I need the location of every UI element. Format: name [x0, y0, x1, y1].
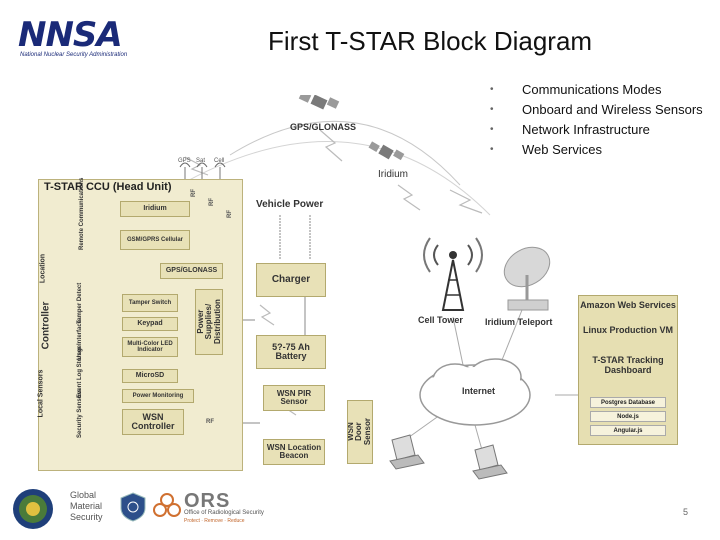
block-diagram: GPS/GLONASS Iridium GPS Sat Cell T-STAR … [30, 95, 690, 480]
iridium-teleport-label: Iridium Teleport [485, 317, 553, 327]
security-sensors-label: Security Sensors [77, 388, 83, 438]
shield-icon [120, 492, 146, 522]
gms-logo: Global Material Security [70, 490, 103, 522]
remote-communications-label: Remote Communications [79, 177, 85, 250]
charger-block: Charger [256, 263, 326, 297]
postgres-database-block: Postgres Database [590, 397, 666, 408]
ors-logo-text: ORS [184, 490, 231, 512]
aws-title: Amazon Web Services [580, 300, 676, 310]
wsn-door-sensor-block: WSN Door Sensor [347, 400, 373, 464]
antenna-icon [179, 162, 226, 168]
local-sensors-label: Local Sensors [37, 369, 45, 418]
rf-label: RF [206, 419, 214, 425]
laptop-icon [472, 444, 508, 480]
rf-label: RF [227, 210, 233, 218]
satellite-dish-icon [503, 246, 551, 311]
antenna-label: Cell [214, 158, 225, 164]
iridium-block: Iridium [120, 201, 190, 217]
battery-block: 5?-75 Ah Battery [256, 335, 326, 369]
bullet-dot-icon: • [490, 84, 494, 95]
bullet-item: •Web Services [490, 140, 712, 160]
rf-label: RF [191, 189, 197, 197]
slide-title: First T-STAR Block Diagram [268, 26, 593, 56]
bullet-list: •Communications Modes •Onboard and Wirel… [490, 80, 712, 160]
cell-tower-label: Cell Tower [418, 315, 463, 325]
led-indicator-block: Multi-Color LED Indicator [122, 337, 178, 357]
wsn-location-beacon-block: WSN Location Beacon [263, 439, 325, 465]
tamper-switch-block: Tamper Switch [122, 294, 178, 312]
ors-subtitle: Office of Radiological Security [184, 510, 264, 516]
linux-vm-label: Linux Production VM [583, 325, 673, 335]
gsm-gprs-block: GSM/GPRS Cellular [120, 230, 190, 250]
connector-lines [179, 95, 578, 480]
tamper-detect-label: Tamper Detect [77, 282, 83, 324]
nnsa-logo-text: NNSA [18, 15, 123, 55]
antenna-label: GPS [178, 158, 191, 164]
bullet-item: •Network Infrastructure [490, 120, 712, 140]
ccu-title: T-STAR CCU (Head Unit) [44, 181, 172, 193]
angularjs-block: Angular.js [590, 425, 666, 436]
bullet-dot-icon: • [490, 104, 494, 115]
keypad-block: Keypad [122, 317, 178, 331]
ors-flower-icon [153, 493, 181, 517]
location-label: Location [39, 253, 47, 284]
footer-logos: Global Material Security ORS Office of R… [12, 488, 312, 530]
wsn-pir-sensor-block: WSN PIR Sensor [263, 385, 325, 411]
bullet-item: •Communications Modes [490, 80, 712, 100]
iridium-satellite-label: Iridium [378, 169, 409, 180]
vehicle-power-label: Vehicle Power [256, 199, 324, 210]
gps-glonass-block: GPS/GLONASS [160, 263, 223, 279]
gps-satellite-label: GPS/GLONASS [290, 122, 357, 132]
nodejs-block: Node.js [590, 411, 666, 422]
dashboard-label: T-STAR Tracking Dashboard [592, 355, 664, 375]
bullet-dot-icon: • [490, 144, 494, 155]
microsd-block: MicroSD [122, 369, 178, 383]
gps-satellite-icon [298, 95, 340, 110]
laptop-icon [389, 434, 425, 470]
nnsa-logo: NNSA National Nuclear Security Administr… [18, 18, 158, 60]
bullet-item: •Onboard and Wireless Sensors [490, 100, 712, 120]
cell-tower-icon [423, 237, 483, 311]
wsn-controller-block: WSN Controller [122, 409, 184, 435]
controller-label: Controller [40, 301, 52, 350]
power-supplies-block: Power Supplies/ Distribution [195, 289, 223, 355]
antenna-label: Sat [196, 158, 206, 164]
internet-cloud-icon [419, 358, 531, 426]
internet-label: Internet [462, 386, 496, 396]
bullet-dot-icon: • [490, 124, 494, 135]
page-number: 5 [683, 507, 689, 517]
iridium-satellite-icon [368, 141, 405, 161]
rf-label: RF [209, 198, 215, 206]
ors-tagline: Protect · Remove · Reduce [184, 518, 245, 524]
nnsa-logo-subtitle: National Nuclear Security Administration [20, 52, 128, 58]
doe-seal-icon [13, 489, 53, 529]
power-monitoring-block: Power Monitoring [122, 389, 194, 403]
